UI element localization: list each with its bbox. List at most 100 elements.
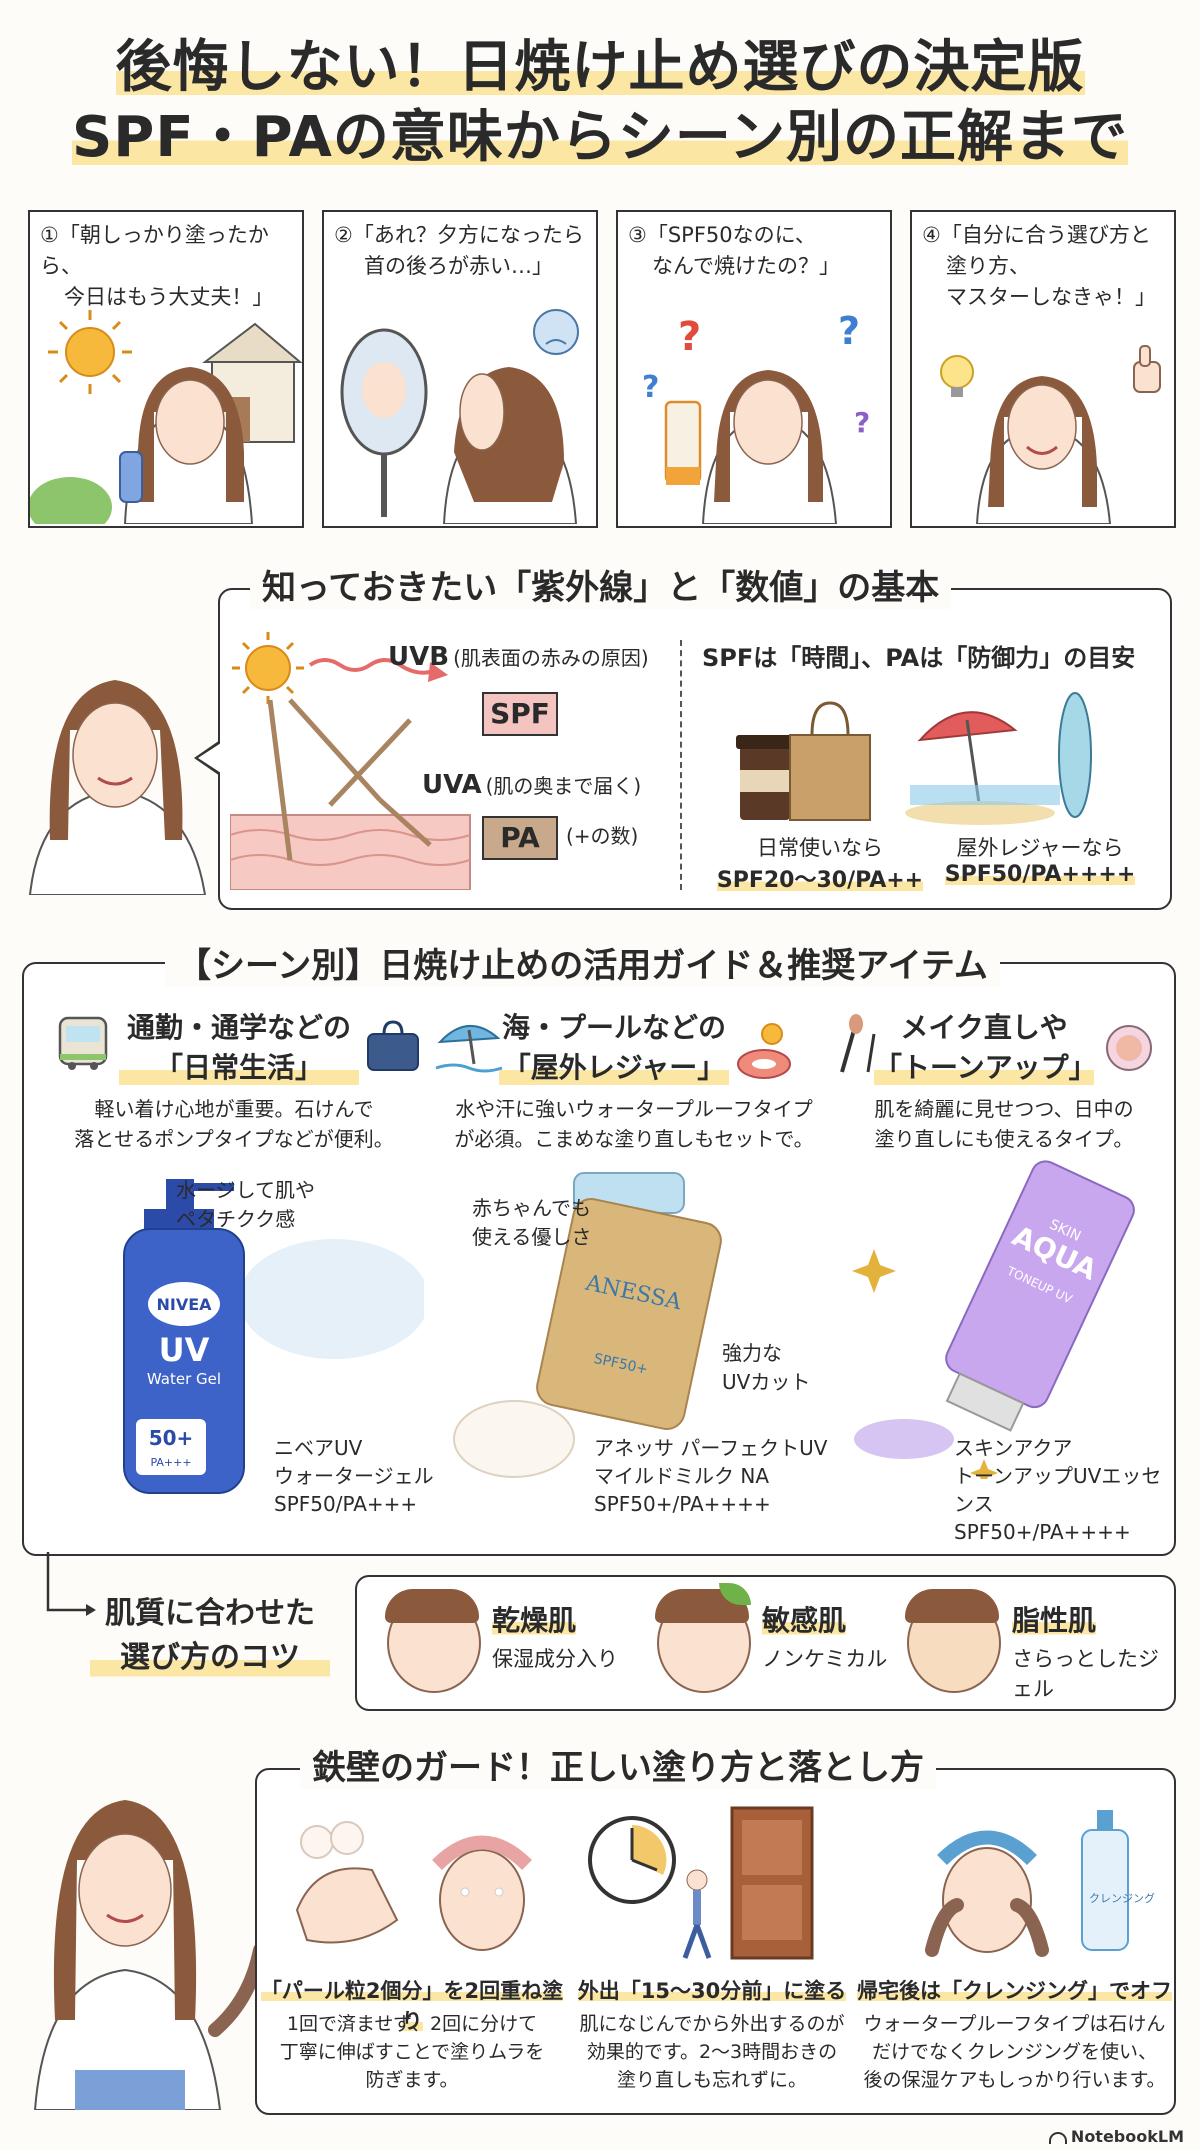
outdoor-value: SPF50/PA++++ [944,862,1136,887]
scene-desc-3: 肌を綺麗に見せつつ、日中の塗り直しにも使えるタイプ。 [874,1097,1134,1151]
cleansing-bottle-icon [1081,1810,1129,1951]
anessa-note-1: 赤ちゃんでも使える優しさ [472,1196,592,1249]
comic-caption-1: ①「朝しっかり塗ったから、今日はもう大丈夫！」 [40,223,274,309]
howto-step-desc-3: ウォータープルーフタイプは石けんだけでなくクレンジングを使い、後の保湿ケアもしっ… [863,2013,1166,2091]
clock-icon [588,1816,676,1904]
comic-illustration-3: ???? [642,309,870,524]
swim-ring-icon [737,1023,791,1079]
sun-icon [48,310,132,394]
howto-step-head-3: 帰宅後は「クレンジング」でオフ [857,1979,1172,2003]
mirror-icon [340,328,428,517]
uva-label: UVA(肌の奥まで届く) [422,770,642,800]
lightbulb-icon [940,355,974,397]
nivea-bottle-spf: 50+ [149,1426,194,1450]
svg-text:?: ? [854,406,870,439]
uv-diagram [230,632,471,890]
beach-umbrella-icon [905,711,1060,825]
svg-text:?: ? [678,314,701,360]
title-text-1: 後悔しない！日焼け止め選びの決定版 [115,35,1085,100]
walking-person-icon [682,1869,712,1959]
nivea-note: 水ージして肌やペタチクク感 [176,1178,315,1231]
thumbs-up-icon [1133,345,1161,393]
comic-illustration-4 [940,345,1161,524]
scene-heading-1: 通勤・通学などの「日常生活」 [119,1008,359,1088]
train-icon [58,1016,108,1070]
skin-type-name-2: 敏感肌 [762,1604,847,1637]
scene-illustrations [736,692,1092,825]
pa-note: (+の数) [566,824,639,848]
scene-panel: 通勤・通学などの「日常生活」 軽い着け心地が重要。石けんで落とせるポンプタイプな… [22,962,1176,1556]
leaf-icon [719,1583,751,1605]
daily-label: 日常使いなら [757,836,883,860]
nivea-bottle-brand: NIVEA [156,1295,212,1314]
howto-step-head-1: 「パール粒2個分」を2回重ね塗り [260,1979,564,2033]
daily-value: SPF20〜30/PA++ [716,868,924,893]
skin-title: 肌質に合わせた選び方のコツ [90,1592,330,1680]
pa-label-box: PA [482,816,558,860]
comic-caption-3: ③「SPF50なのに、なんで焼けたの？」 [628,223,840,278]
comic-illustration-1 [30,310,302,524]
compact-powder-icon [1106,1025,1152,1071]
skin-type-name-3: 脂性肌 [1012,1604,1097,1637]
skin-type-desc-1: 保湿成分入り [492,1647,618,1671]
notebooklm-logo-icon [1048,2131,1067,2144]
howto-step-head-2: 外出「15〜30分前」に塗る [577,1979,847,2003]
worried-face-icon [533,309,579,355]
scene-heading-3: メイク直しや「トーンアップ」 [874,1008,1097,1088]
shopping-bag-icon [789,701,871,821]
howto-panel: クレンジング 「パール粒2個分」を2回重ね塗り 1回で済ませず、2回に分けて丁寧… [255,1768,1176,2115]
scene-desc-1: 軽い着け心地が重要。石けんで落とせるポンプタイプなどが便利。 [74,1097,394,1151]
briefcase-icon [367,1020,419,1071]
sparkle-icon [852,1249,998,1479]
title-line-2: SPF・PAの意味からシーン別の正解まで [0,92,1200,173]
uvb-note: (肌表面の赤みの原因) [453,646,649,670]
comic-panel-3: ③「SPF50なのに、なんで焼けたの？」 ???? [616,210,892,528]
nivea-product-image: NIVEA UV Water Gel 50+ PA+++ [123,1179,424,1494]
skin-panel: 乾燥肌 保湿成分入り 敏感肌 ノンケミカル 脂性肌 さらっとしたジェル [355,1575,1176,1711]
skin-type-name-1: 乾燥肌 [492,1604,577,1637]
beach-umbrella-icon [435,1024,503,1073]
guide-woman-illustration-1 [28,680,207,895]
coffee-cup-icon [736,735,794,820]
cleansing-bottle-label: クレンジング [1089,1892,1155,1905]
comic-illustration-2 [340,309,579,524]
nivea-bottle-pa: PA+++ [150,1456,191,1469]
anessa-product-image: ANESSA SPF50+ [453,1172,722,1478]
nivea-bottle-uv: UV [159,1331,210,1369]
title-line-1: 後悔しない！日焼け止め選びの決定版 [0,22,1200,103]
howto-step-desc-1: 1回で済ませず、2回に分けて丁寧に伸ばすことで塗りムラを防ぎます。 [279,2013,545,2091]
comic-caption-2: ②「あれ？夕方になったら首の後ろが赤い…」 [334,223,584,278]
comic-panel-4: ④「自分に合う選び方と塗り方、マスターしなきゃ！」 [910,210,1176,528]
makeup-brush-icon [840,1014,876,1073]
cleansing-illustration [925,1810,1129,1957]
comic-panel-1: ①「朝しっかり塗ったから、今日はもう大丈夫！」 [28,210,304,528]
guide-woman-illustration-2 [33,1800,265,2110]
skin-type-desc-2: ノンケミカル [762,1647,888,1671]
nivea-bottle-sub: Water Gel [147,1370,221,1388]
howto-step-desc-2: 肌になじんでから外出するのが効果的です。2〜3時間おきの塗り直しも忘れずに。 [579,2013,845,2091]
skin-aqua-product-image: SKIN AQUA TONEUP UV [852,1160,1135,1479]
uva-note: (肌の奥まで届く) [485,774,642,798]
outdoor-label: 屋外レジャーなら [956,836,1124,860]
basics-panel: UVB(肌表面の赤みの原因) SPF UVA(肌の奥まで届く) PA (+の数)… [194,588,1172,910]
skin-type-desc-3: さらっとしたジェル [1012,1647,1159,1701]
scene-heading-2: 海・プールなどの「屋外レジャー」 [499,1008,729,1088]
comic-caption-4: ④「自分に合う選び方と塗り方、マスターしなきゃ！」 [922,223,1156,309]
question-mark-icon: ???? [642,309,870,439]
clock-door-illustration [588,1806,814,1960]
divider [680,640,682,890]
svg-text:?: ? [838,309,860,353]
spf-label-box: SPF [482,692,558,736]
comic-panel-2: ②「あれ？夕方になったら首の後ろが赤い…」 [322,210,598,528]
title-text-2: SPF・PAの意味からシーン別の正解まで [71,105,1129,170]
door-icon [730,1806,814,1960]
basics-title: 知っておきたい「紫外線」と「数値」の基本 [250,560,952,609]
uvb-label: UVB(肌表面の赤みの原因) [388,642,649,672]
howto-title: 鉄壁のガード！正しい塗り方と落とし方 [300,1740,936,1789]
footer-brand: NotebookLM [1048,2127,1184,2146]
scene-title: 【シーン別】日焼け止めの活用ガイド＆推奨アイテム [165,938,1000,987]
